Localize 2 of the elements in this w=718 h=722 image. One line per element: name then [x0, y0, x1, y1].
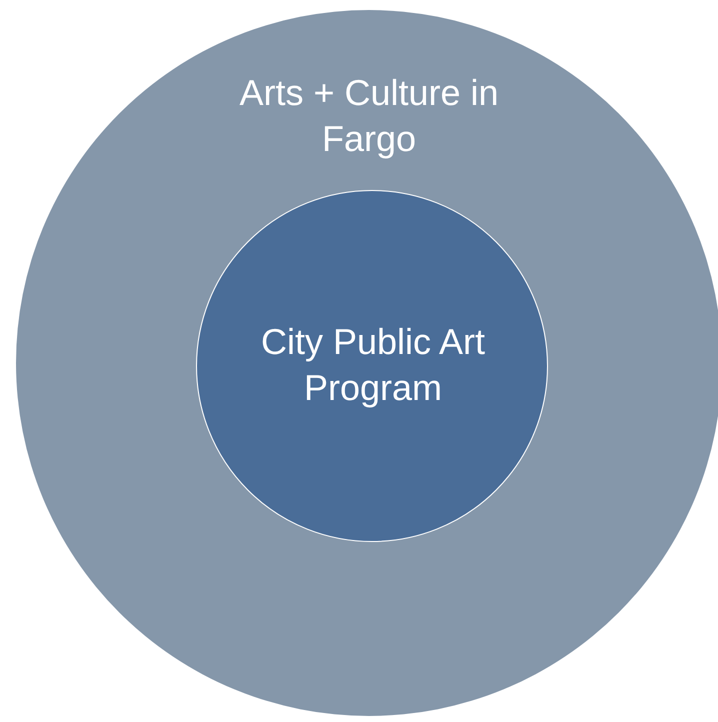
- circle-label: Arts + Culture in Fargo: [238, 71, 500, 161]
- circle-label: City Public Art Program: [260, 320, 486, 410]
